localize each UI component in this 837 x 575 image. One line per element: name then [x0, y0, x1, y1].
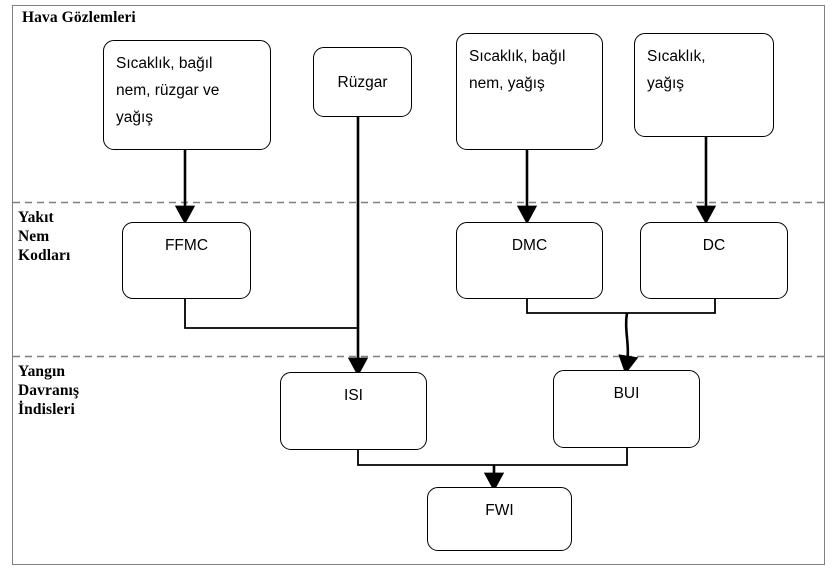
band-label-weather-observations: Hava Gözlemleri [22, 9, 136, 26]
node-isi-label: ISI [344, 387, 363, 404]
node-weather-inputs-dc-label: Sıcaklık, yağış [647, 48, 706, 92]
node-dc[interactable]: DC [640, 222, 788, 299]
edge-merge-to-bui [618, 312, 639, 375]
node-weather-inputs-ffmc[interactable]: Sıcaklık, bağıl nem, rüzgar ve yağış [103, 40, 271, 150]
node-dmc-label: DMC [511, 237, 548, 254]
node-dc-label: DC [702, 237, 726, 254]
node-weather-inputs-dmc-label: Sıcaklık, bağıl nem, yağış [469, 48, 566, 92]
node-dmc[interactable]: DMC [456, 222, 603, 299]
edge-isi-bui-merge [357, 448, 628, 466]
edge-dmc-merge [526, 299, 716, 314]
node-weather-inputs-dc[interactable]: Sıcaklık, yağış [634, 33, 774, 137]
band-label-fire-behaviour-indices: Yangın Davranış İndisleri [18, 363, 80, 418]
node-fwi[interactable]: FWI [427, 487, 572, 551]
edge-ffmc-to-isi [184, 299, 358, 329]
node-weather-inputs-dmc[interactable]: Sıcaklık, bağıl nem, yağış [456, 33, 603, 150]
node-wind-label: Rüzgar [337, 73, 388, 91]
node-isi[interactable]: ISI [280, 372, 427, 450]
band-label-fuel-moisture-codes: Yakıt Nem Kodları [18, 209, 71, 264]
node-bui[interactable]: BUI [553, 370, 700, 448]
node-weather-inputs-ffmc-label: Sıcaklık, bağıl nem, rüzgar ve yağış [116, 55, 220, 126]
node-ffmc[interactable]: FFMC [122, 222, 251, 299]
node-bui-label: BUI [613, 385, 640, 402]
node-ffmc-label: FFMC [164, 237, 209, 254]
node-fwi-label: FWI [485, 502, 514, 519]
node-wind[interactable]: Rüzgar [313, 47, 412, 117]
